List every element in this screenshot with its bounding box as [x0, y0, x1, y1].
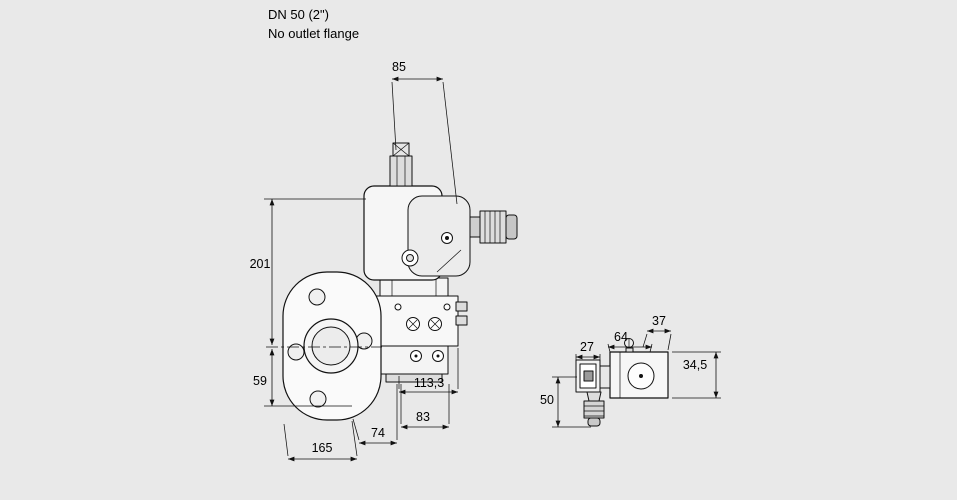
- connector-cable-gland: [583, 391, 605, 427]
- body-screws: [394, 303, 451, 362]
- dim-113-label: 113,3: [414, 376, 444, 390]
- dim-165-label: 165: [312, 441, 333, 455]
- dimensions-side: 27 64 37 34,5 50: [540, 314, 721, 428]
- dim-201-label: 201: [250, 257, 271, 271]
- dim-59-label: 59: [253, 374, 267, 388]
- dimensions-main: 85 201 59 113,3 83 74: [250, 60, 459, 462]
- drawing-title-line2: No outlet flange: [268, 26, 360, 41]
- actuator: [363, 142, 471, 281]
- dim-50-label: 50: [540, 393, 554, 407]
- dim-85-label: 85: [392, 60, 406, 74]
- drawing-title: DN 50 (2") No outlet flange: [268, 5, 359, 43]
- drawing-title-line1: DN 50 (2"): [268, 7, 329, 22]
- dim-74-label: 74: [371, 426, 385, 440]
- dim-27-label: 27: [580, 340, 594, 354]
- valve-body: [371, 277, 468, 383]
- dim-83-label: 83: [416, 410, 430, 424]
- solenoid-side-view: [575, 338, 669, 427]
- dim-345-label: 34,5: [683, 358, 707, 372]
- inlet-flange: [282, 271, 382, 421]
- dim-37-label: 37: [652, 314, 666, 328]
- dim-64-label: 64: [614, 330, 628, 344]
- flange-bolt-holes: [287, 288, 373, 408]
- actuator-neck: [389, 155, 413, 187]
- test-nipple-lower: [455, 315, 468, 326]
- cable-gland: [469, 210, 518, 244]
- test-nipple-upper: [455, 301, 468, 312]
- din-connector: [575, 359, 611, 393]
